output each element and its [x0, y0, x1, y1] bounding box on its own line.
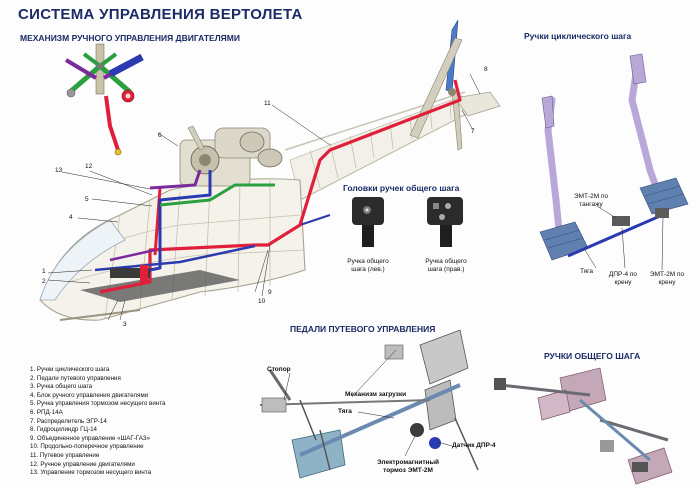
legend-item: 2. Педали путевого управления	[30, 374, 121, 382]
callout-9: 9	[268, 289, 272, 296]
callout-leaders	[47, 73, 481, 321]
callout-6: 6	[158, 132, 162, 139]
stopor-label: Стопор	[267, 366, 291, 373]
head-right-label: Ручка общего шага (прав.)	[425, 258, 467, 273]
callout-8: 8	[484, 66, 488, 73]
head-left-label: Ручка общего шага (лев.)	[347, 258, 389, 273]
dpr-roll-label: ДПР-4 по крену	[608, 271, 638, 286]
section-title-pedals: ПЕДАЛИ ПУТЕВОГО УПРАВЛЕНИЯ	[290, 324, 436, 334]
legend-item: 13. Управление тормозом несущего винта	[30, 469, 152, 477]
section-title-engine-mech: МЕХАНИЗМ РУЧНОГО УПРАВЛЕНИЯ ДВИГАТЕЛЯМИ	[20, 33, 240, 43]
callout-3: 3	[123, 321, 127, 328]
collective-levers	[494, 367, 673, 485]
callout-5: 5	[85, 196, 89, 203]
pedal-rod-label: Тяга	[338, 408, 352, 415]
emt-pitch-label: ЭМТ-2М по тангажу	[573, 193, 609, 208]
section-title-collective: РУЧКИ ОБЩЕГО ШАГА	[544, 351, 641, 361]
legend-item: 4. Блок ручного управления двигателями	[30, 391, 149, 399]
legend-item: 9. Объединенное управление «ШАГ-ГАЗ»	[30, 434, 150, 442]
emt-roll-label: ЭМТ-2М по крену	[649, 271, 685, 286]
pedals-assembly	[259, 329, 479, 479]
legend-item: 10. Продольно-поперечное управление	[30, 443, 144, 451]
section-title-cyclic: Ручки циклического шага	[524, 31, 632, 41]
callout-2: 2	[42, 278, 46, 285]
callout-7: 7	[471, 128, 475, 135]
page-title: СИСТЕМА УПРАВЛЕНИЯ ВЕРТОЛЕТА	[18, 6, 303, 23]
callout-4: 4	[69, 214, 73, 221]
legend-item: 11. Путевое управление	[30, 451, 100, 459]
cyclic-rod-label: Тяга	[580, 268, 593, 275]
legend-item: 12. Ручное управление двигателями	[30, 460, 135, 468]
sensor-label: Датчик ДПР-4	[452, 442, 496, 449]
callout-11: 11	[264, 100, 271, 107]
legend-item: 5. Ручка управления тормозом несущего ви…	[30, 400, 166, 408]
callout-13: 13	[55, 167, 63, 174]
legend-item: 8. Гидроцилиндр ГЦ-14	[30, 426, 97, 434]
callout-12: 12	[85, 163, 93, 170]
collective-heads	[352, 197, 463, 247]
brake-label: Электромагнитный тормоз ЭМТ-2М	[376, 459, 440, 474]
cyclic-sticks	[539, 53, 689, 271]
callout-10: 10	[258, 298, 266, 305]
engine-control-mechanism	[64, 43, 144, 156]
callout-1: 1	[42, 268, 46, 275]
helicopter-fuselage	[39, 19, 501, 321]
legend: 1. Ручки циклического шага 2. Педали пут…	[30, 366, 230, 478]
legend-item: 7. Распределитель ЭГР-14	[30, 417, 107, 425]
legend-item: 3. Ручка общего шага	[30, 383, 93, 391]
loading-mechanism-label: Механизм загрузки	[345, 391, 407, 398]
floor-block	[110, 268, 150, 278]
legend-item: 6. РПД-14А	[30, 408, 63, 416]
legend-item: 1. Ручки циклического шага	[30, 366, 110, 373]
section-title-collective-heads: Головки ручек общего шага	[343, 183, 460, 193]
